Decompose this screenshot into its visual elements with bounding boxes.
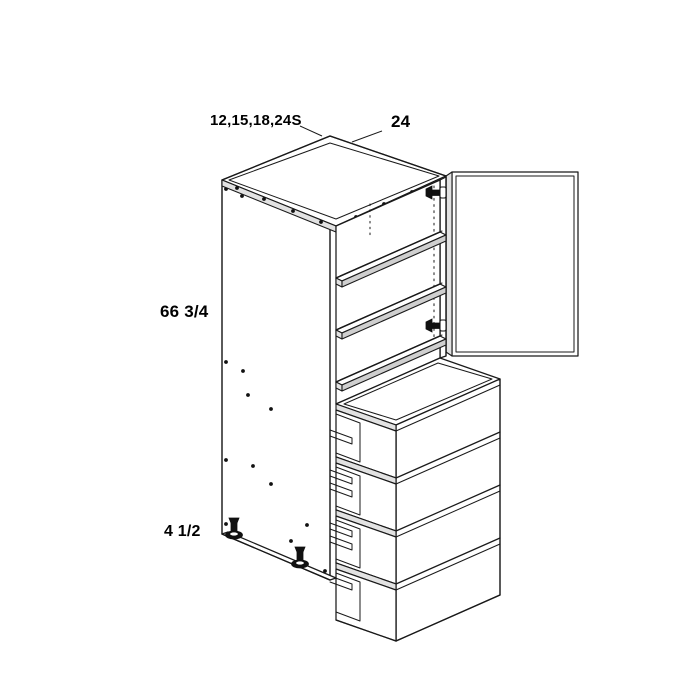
dimension-leader-depth [351,130,383,143]
hinge-lower [425,318,447,333]
dimension-leader-width [299,125,323,137]
drawer-1[interactable] [335,384,501,479]
dimension-label-depth: 24 [391,112,411,131]
shelf-3 [335,334,447,392]
dimension-label-toekick: 4 1/2 [164,523,201,540]
hinge-upper [425,185,447,200]
drawer-3[interactable] [335,490,501,585]
leveling-leg-front-left [225,517,243,540]
shelf-1 [335,230,447,288]
shelf-2 [335,282,447,340]
shelf-pin-hole-column [224,187,327,573]
drawer-2[interactable] [335,437,501,532]
dimension-label-height: 66 3/4 [160,302,209,321]
leveling-leg-front-right [291,546,309,569]
drawer-4[interactable] [335,543,501,642]
dimension-label-width: 12,15,18,24S [210,112,302,129]
cabinet-door-open[interactable] [445,171,579,357]
drawer-box-rails [329,429,353,591]
